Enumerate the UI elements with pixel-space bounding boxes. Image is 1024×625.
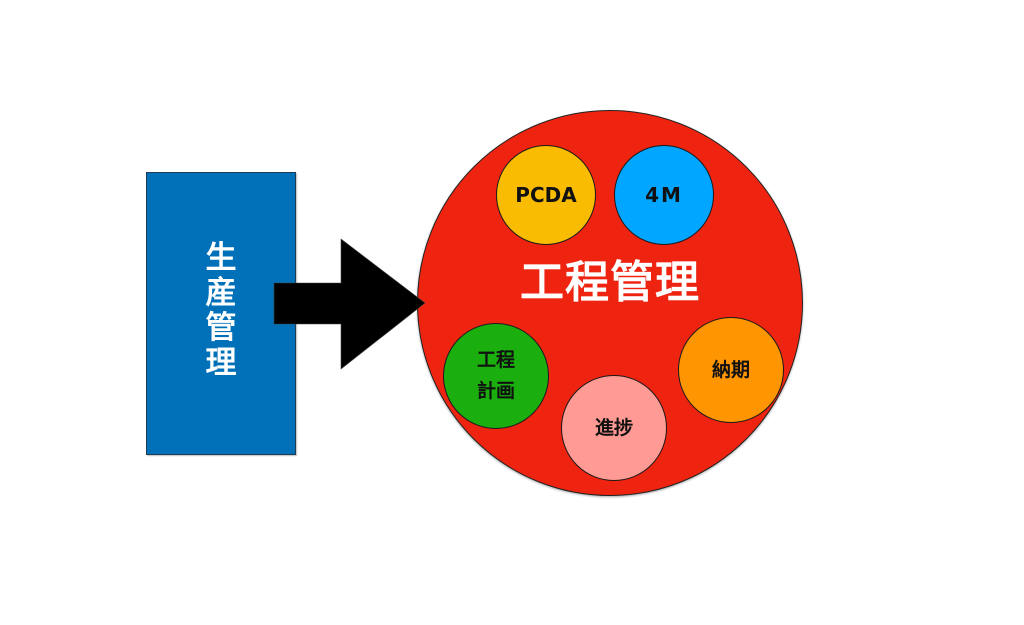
process-planning-label-line: 計画 — [476, 380, 515, 402]
four-m-label: 4M — [645, 183, 683, 207]
arrow-shape — [273, 238, 426, 370]
box-label-char: 産 — [205, 275, 237, 311]
delivery-date-label: 納期 — [711, 358, 750, 381]
process-planning-label-line: 工程 — [476, 349, 515, 371]
box-label-char: 管 — [205, 310, 237, 346]
pcda-label: PCDA — [515, 183, 577, 207]
box-label-char: 生 — [205, 240, 237, 276]
progress-circle: 進捗 — [561, 375, 667, 481]
process-management-title: 工程管理 — [520, 257, 700, 308]
four-m-circle: 4M — [614, 145, 714, 245]
process-planning-circle: 工程 計画 — [443, 323, 549, 429]
pcda-circle: PCDA — [496, 145, 596, 245]
progress-label: 進捗 — [594, 416, 633, 439]
box-label-char: 理 — [205, 345, 237, 381]
production-management-label: 生 産 管 理 — [147, 241, 295, 381]
delivery-date-circle: 納期 — [678, 317, 784, 423]
production-management-box: 生 産 管 理 — [146, 172, 296, 455]
